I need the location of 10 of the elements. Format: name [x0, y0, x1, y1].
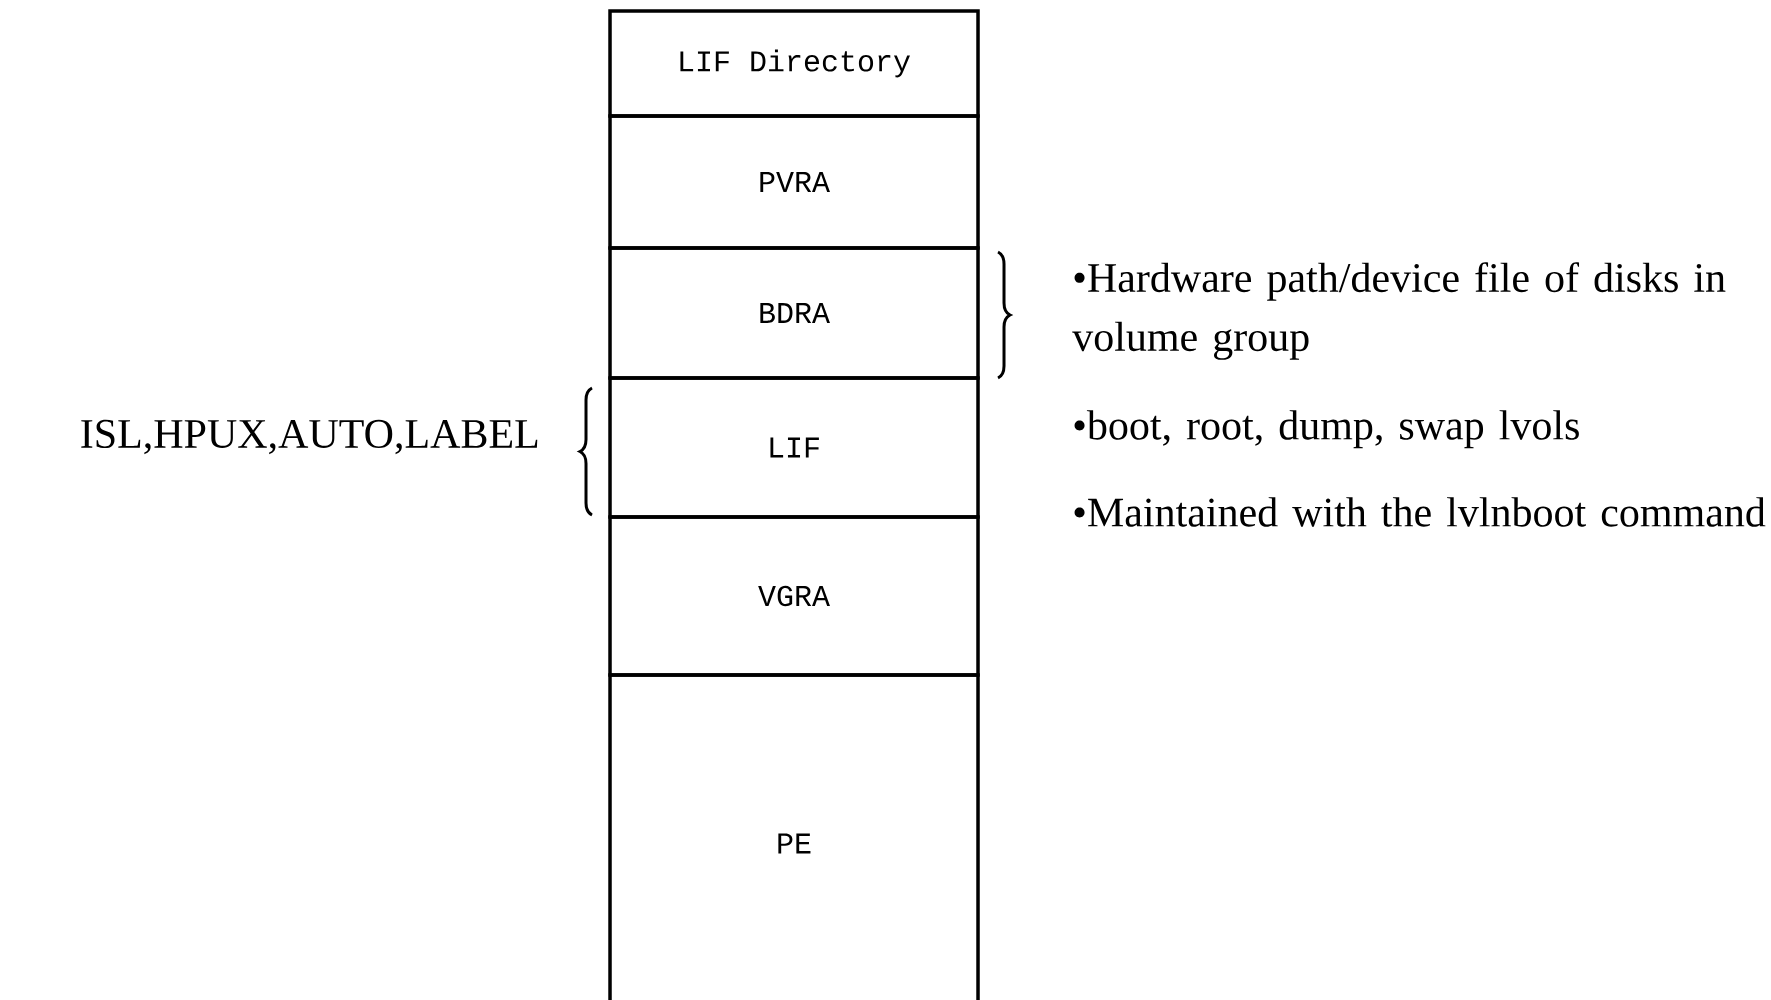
layer-box: PE	[608, 673, 980, 1000]
layer-box: LIF	[608, 376, 980, 519]
note-text: •boot, root, dump, swap lvols	[1074, 410, 1579, 449]
layer-box: VGRA	[608, 515, 980, 677]
layer-box: PVRA	[608, 114, 980, 250]
layer-box: LIF Directory	[608, 9, 980, 118]
note-text: •Maintained with the lvlnboot command	[1074, 497, 1766, 527]
note-text: ISL,HPUX,AUTO,LABEL	[81, 419, 538, 455]
note-text: •Hardware path/device file of disks in volume group	[1072, 262, 1726, 360]
layer-box: BDRA	[608, 246, 980, 380]
